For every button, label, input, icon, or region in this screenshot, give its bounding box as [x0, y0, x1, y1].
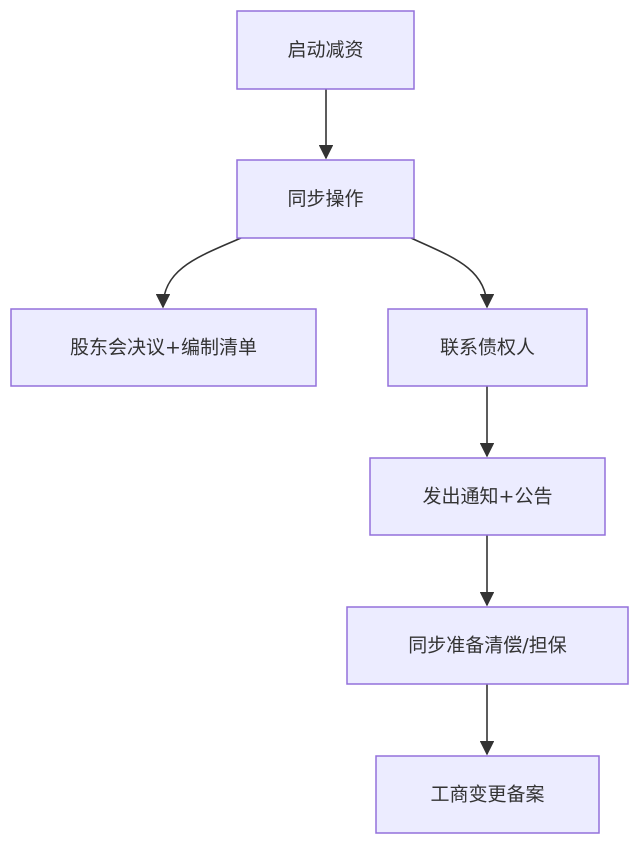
node-notice-and-announcement: 发出通知+公告: [369, 457, 606, 536]
node-start-reduction: 启动减资: [236, 10, 415, 90]
node-label: 同步操作: [287, 188, 363, 210]
node-contact-creditors: 联系债权人: [387, 308, 588, 387]
node-label: 启动减资: [287, 39, 363, 61]
edge-sync-to-resolution: [155, 237, 242, 309]
node-label: 股东会决议+编制清单: [70, 337, 257, 359]
edge-sync-to-creditors: [410, 237, 495, 309]
node-sync-operation: 同步操作: [236, 159, 415, 239]
node-label: 同步准备清偿/担保: [408, 635, 566, 657]
node-label: 发出通知+公告: [423, 486, 553, 508]
node-registration-change: 工商变更备案: [375, 755, 600, 834]
node-clearance-or-guarantee: 同步准备清偿/担保: [346, 606, 629, 685]
node-resolution-and-list: 股东会决议+编制清单: [10, 308, 317, 387]
node-label: 联系债权人: [440, 337, 535, 359]
node-label: 工商变更备案: [430, 784, 544, 806]
